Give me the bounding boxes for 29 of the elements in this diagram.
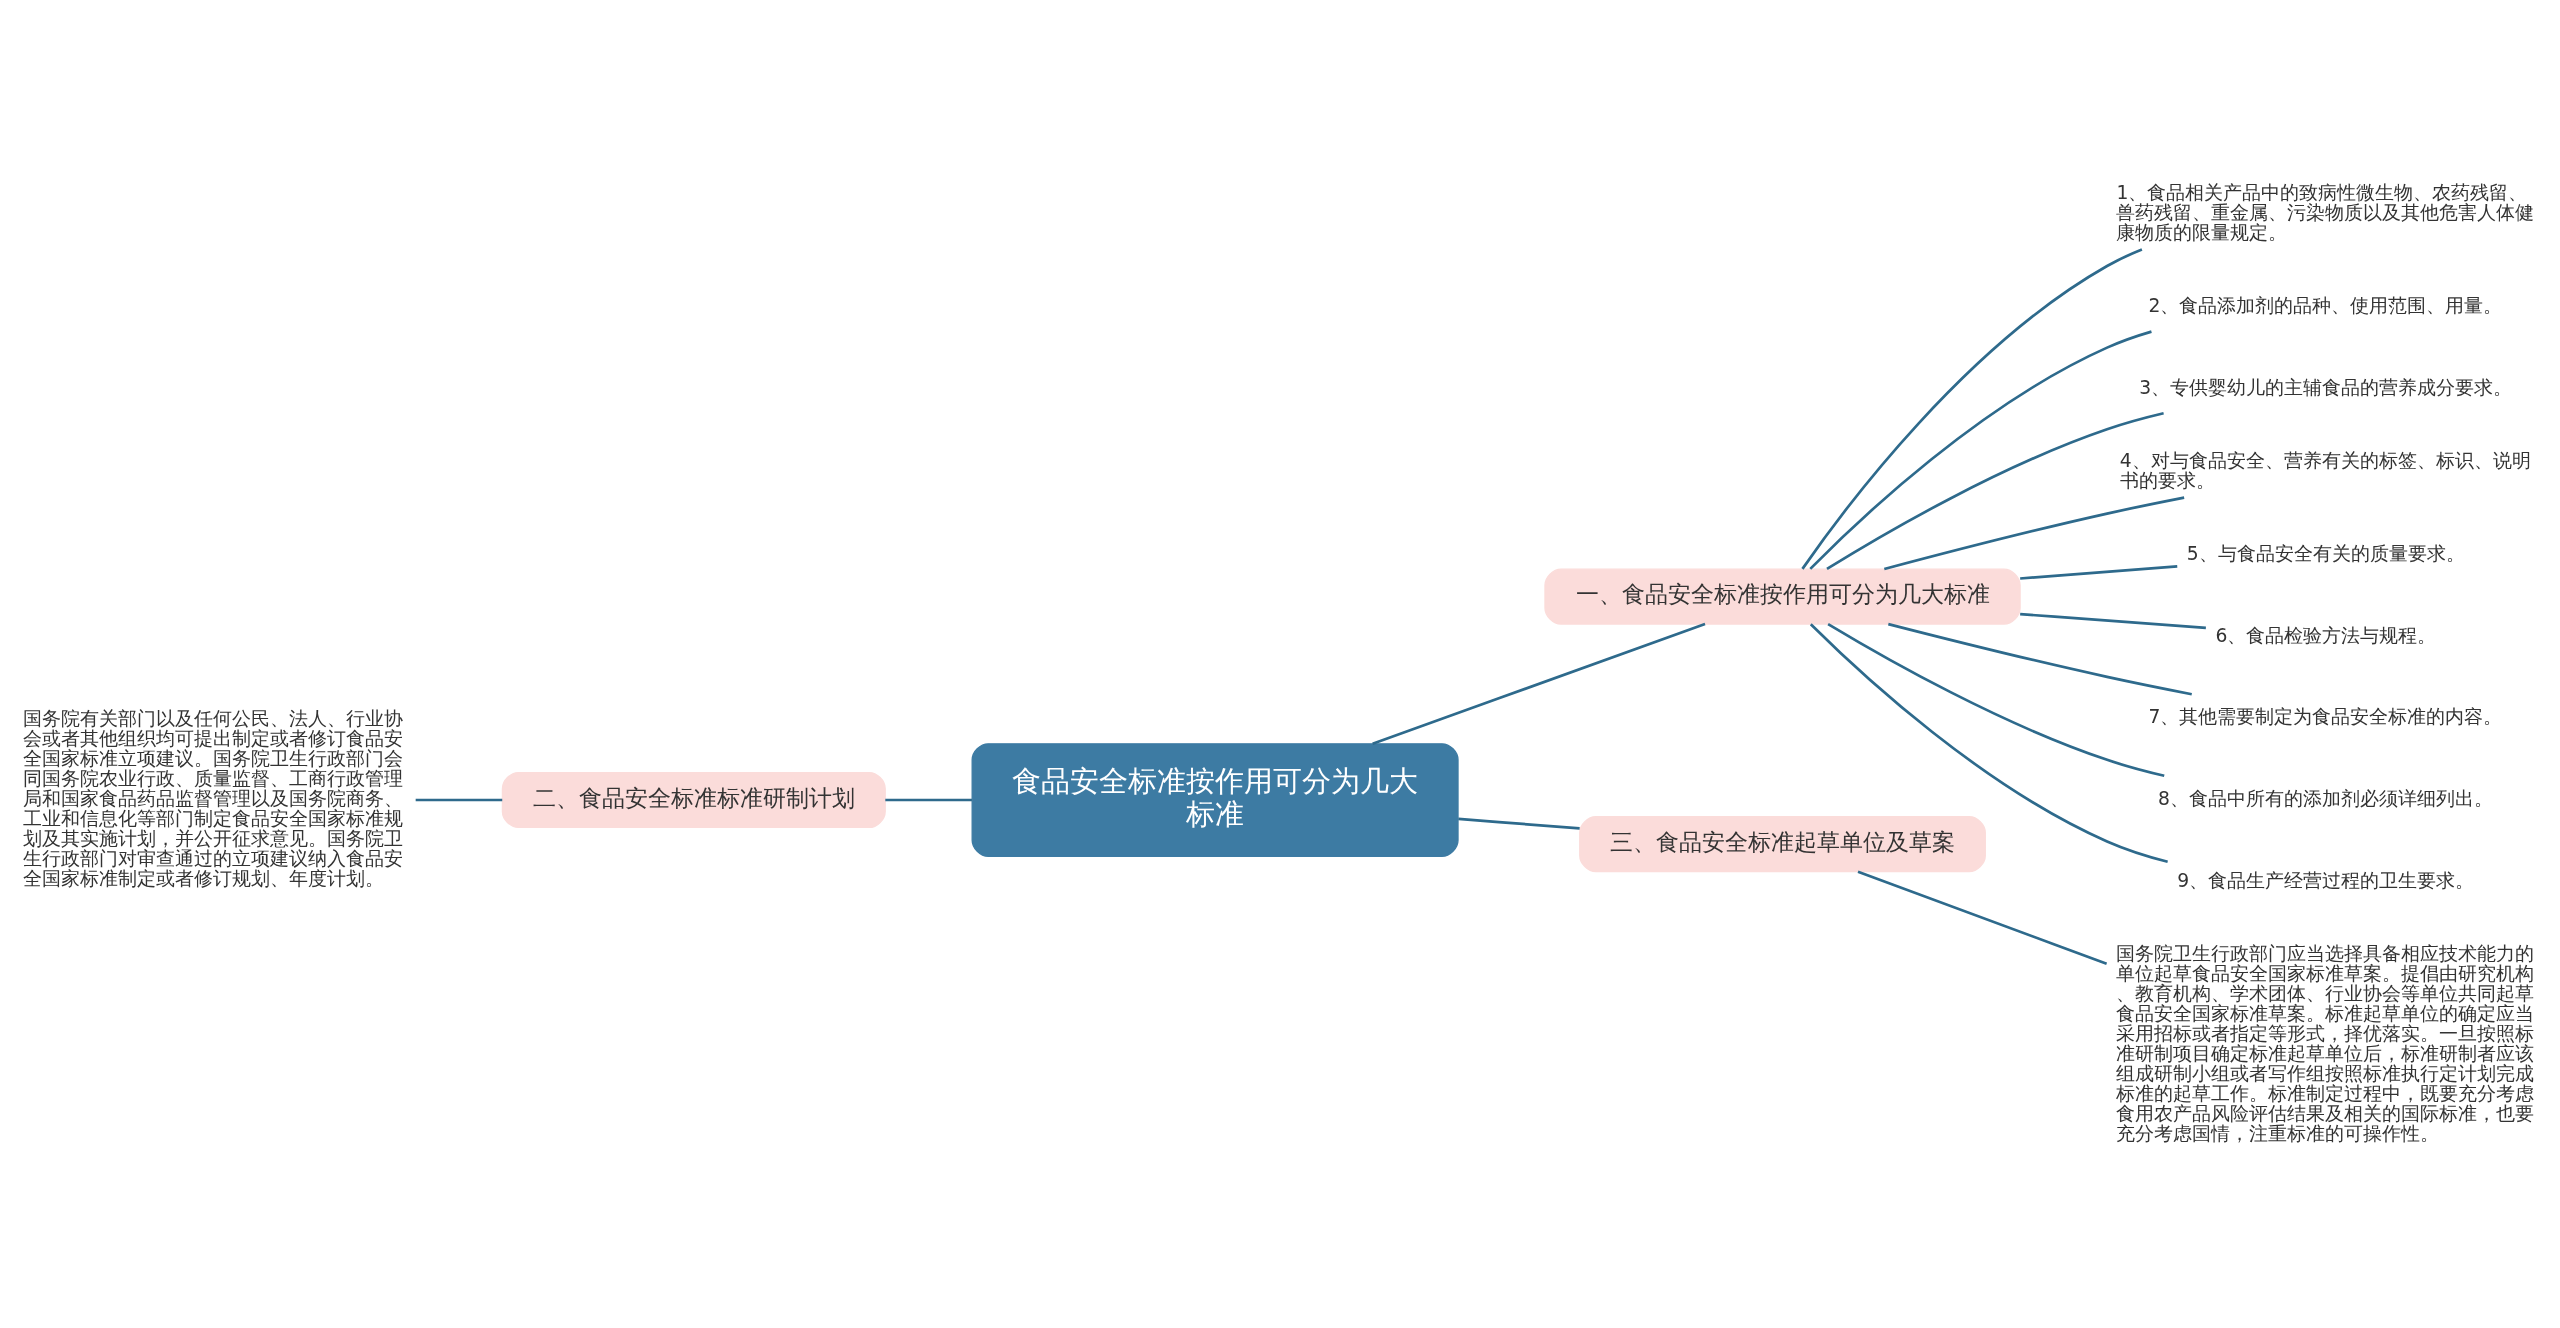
node-text: 国务院有关部门以及任何公民、法人、行业协会或者其他组织均可提出制定或者修订食品安全国家标准立项建议。国务院卫生行政部门会同国务院农业行政、质量监督、工商行政管理局和国家食品药品监督管理以及国务院商务、工业和信息化等部门制定食品安全国家标准规划及其实施计划，并公开征求意见。国务院卫生行政部门对审查通过的立项建议纳入食品安全国家标准制定或者修订规划、年度计划。 — [23, 707, 404, 889]
node-text: 1、食品相关产品中的致病性微生物、农药残留、兽药残留、重金属、污染物质以及其他危害人体健康物质的限量规定。 — [2116, 181, 2535, 243]
connector — [1801, 247, 2143, 570]
node-text: 4、对与食品安全、营养有关的标签、标识、说明书的要求。 — [2119, 449, 2531, 491]
node-text: 6、食品检验方法与规程。 — [2215, 624, 2437, 646]
connector — [2020, 612, 2206, 629]
node-box: 一、食品安全标准按作用可分为几大标准 — [1544, 567, 2021, 625]
connector — [1372, 622, 1706, 745]
connector — [1458, 817, 1580, 830]
node-text: 8、食品中所有的添加剂必须详细列出。 — [2157, 787, 2493, 809]
node-text: 2、食品添加剂的品种、使用范围、用量。 — [2148, 294, 2503, 316]
node-box: 三、食品安全标准起草单位及草案 — [1579, 815, 1986, 872]
node-text: 5、与食品安全有关的质量要求。 — [2186, 542, 2465, 564]
connector — [1809, 329, 2152, 570]
node-text: 7、其他需要制定为食品安全标准的内容。 — [2148, 705, 2503, 727]
connector — [1883, 495, 2185, 570]
connector — [2020, 564, 2178, 580]
connector — [415, 798, 503, 801]
node-box: 食品安全标准按作用可分为几大标准 — [971, 742, 1459, 857]
node-box: 二、食品安全标准标准研制计划 — [501, 771, 886, 828]
connector — [885, 798, 972, 801]
node-text: 9、食品生产经营过程的卫生要求。 — [2177, 869, 2475, 891]
connector — [1826, 411, 2164, 570]
connector — [1827, 622, 2165, 777]
connector — [1857, 869, 2108, 965]
node-text: 国务院卫生行政部门应当选择具备相应技术能力的单位起草食品安全国家标准草案。提倡由研究机构、教育机构、学术团体、行业协会等单位共同起草食品安全国家标准草案。标准起草单位的确定应当采用招标或者指定等形式，择优落实。一旦按照标准研制项目确定标准起草单位后，标准研制者应该组成研制小组或者写作组按照标准执行定计划完成标准的起草工作。标准制定过程中，既要充分考虑食用农产品风险评估结果及相关的国际标准，也要充分考虑国情，注重标准的可操作性。 — [2116, 942, 2535, 1144]
node-text: 3、专供婴幼儿的主辅食品的营养成分要求。 — [2139, 376, 2513, 398]
connector — [1809, 622, 2168, 863]
connector — [1888, 622, 2192, 695]
